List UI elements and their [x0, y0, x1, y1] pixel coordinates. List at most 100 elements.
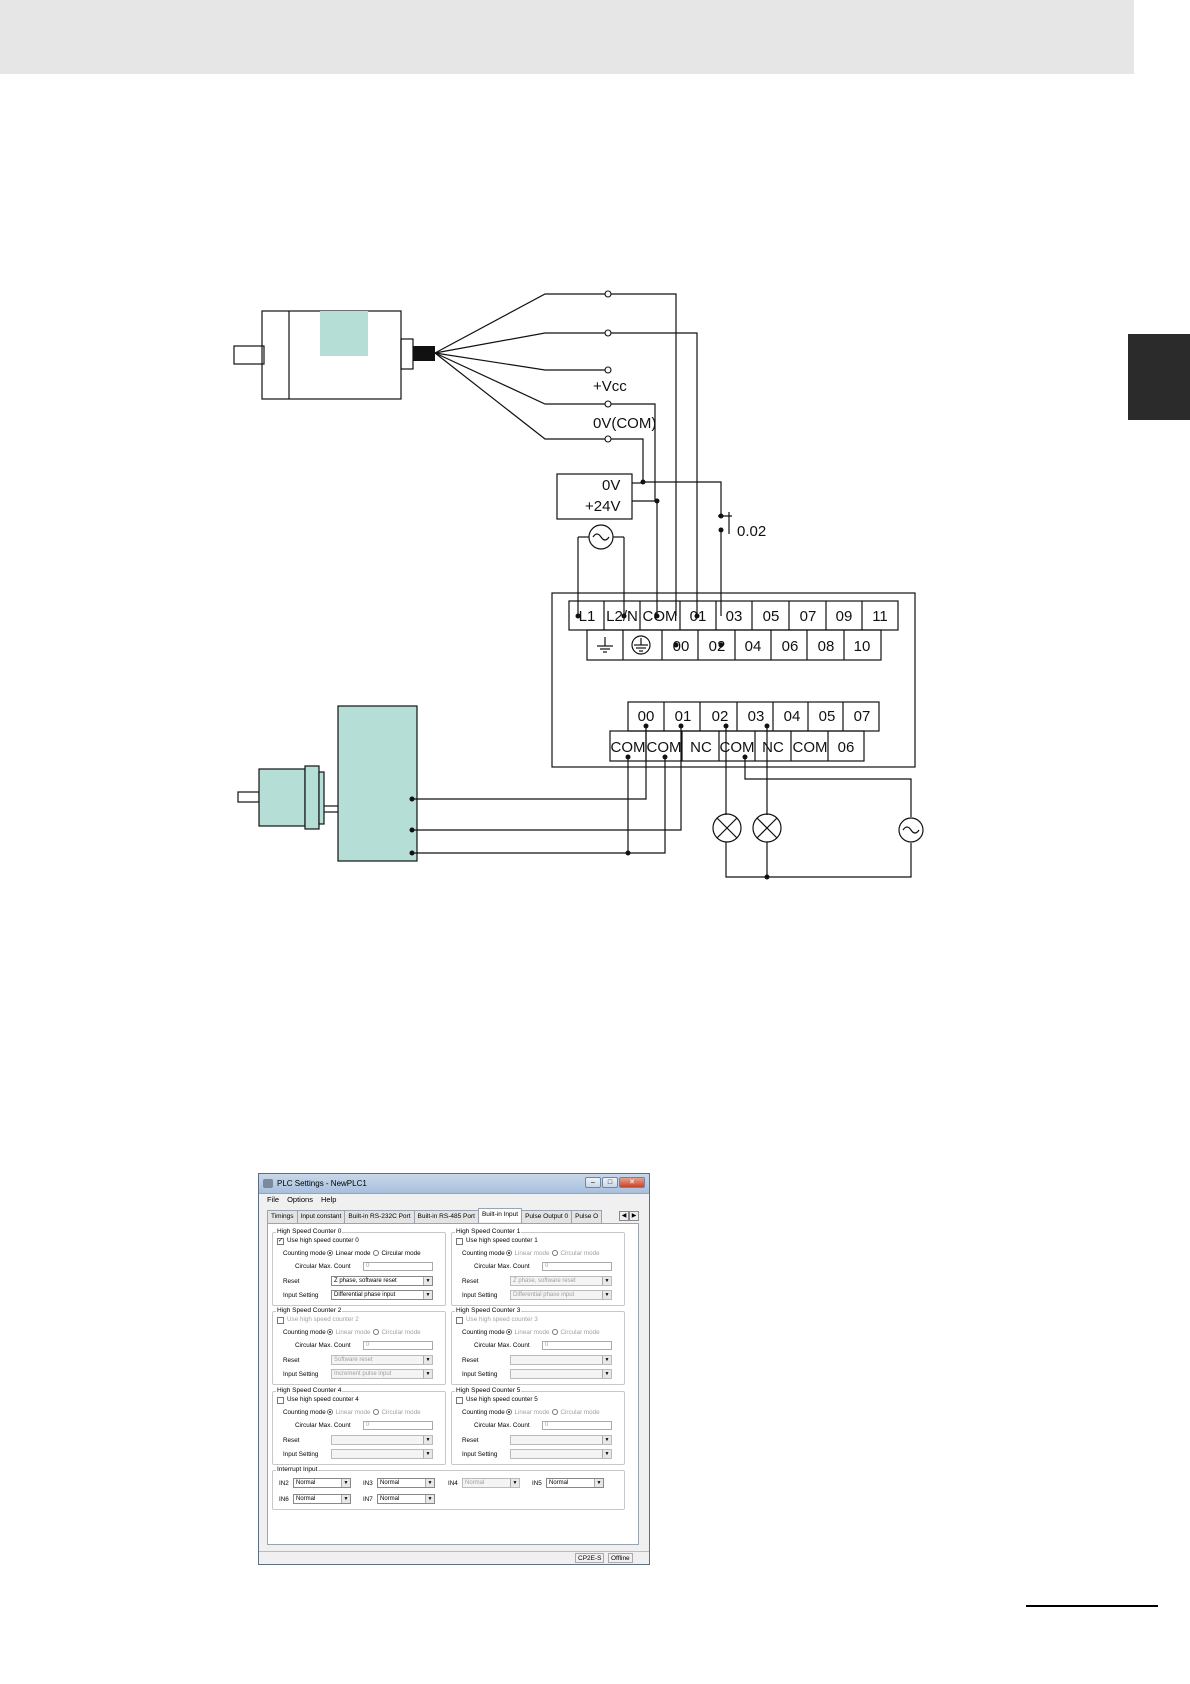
chevron-down-icon: ▼	[425, 1479, 434, 1487]
reset-select[interactable]: ▼	[331, 1435, 433, 1445]
linear-mode-radio[interactable]	[327, 1329, 334, 1336]
use-counter-checkbox[interactable]: ✓	[277, 1238, 284, 1245]
menu-help[interactable]: Help	[320, 1195, 337, 1204]
use-counter-checkbox[interactable]	[456, 1317, 463, 1324]
reset-label: Reset	[462, 1278, 479, 1285]
circular-mode-radio[interactable]	[552, 1250, 559, 1257]
circular-mode-radio[interactable]	[552, 1409, 559, 1416]
input-setting-select[interactable]: Increment pulse input▼	[331, 1369, 433, 1379]
linear-mode-radio[interactable]	[327, 1250, 334, 1257]
circular-mode-label: Circular mode	[560, 1409, 600, 1416]
circular-max-count-input[interactable]: 0	[542, 1262, 612, 1271]
tab-scroll-left-icon[interactable]: ◀	[619, 1211, 629, 1221]
circular-max-count-input[interactable]: 0	[542, 1341, 612, 1350]
interrupt-select-in2[interactable]: Normal▼	[293, 1478, 351, 1488]
chevron-down-icon: ▼	[341, 1479, 350, 1487]
ground-icon	[597, 635, 651, 655]
input-setting-select[interactable]: Differential phase input▼	[331, 1290, 433, 1300]
built-in-input-panel: High Speed Counter 0 ✓ Use high speed coun…	[267, 1223, 639, 1545]
chevron-down-icon: ▼	[425, 1495, 434, 1503]
counter-group-title: High Speed Counter 0	[276, 1228, 343, 1236]
circular-max-count-label: Circular Max. Count	[474, 1422, 530, 1429]
use-counter-label: Use high speed counter 2	[287, 1316, 359, 1323]
linear-mode-radio[interactable]	[506, 1409, 513, 1416]
footer-rule	[1026, 1605, 1158, 1607]
linear-mode-radio[interactable]	[327, 1409, 334, 1416]
tab-rs232c[interactable]: Built-in RS-232C Port	[344, 1210, 415, 1223]
interrupt-select-in4[interactable]: Normal▼	[462, 1478, 520, 1488]
reset-select[interactable]: Software reset▼	[331, 1355, 433, 1365]
tab-built-in-input[interactable]: Built-in Input	[477, 1208, 523, 1222]
maximize-button[interactable]: □	[602, 1177, 618, 1188]
reset-select-value: Z phase, software reset	[513, 1278, 576, 1284]
window-titlebar: PLC Settings - NewPLC1 – □ ✕	[259, 1174, 649, 1194]
tab-timings[interactable]: Timings	[267, 1210, 298, 1223]
input-terminal-bottom-2: 04	[745, 638, 762, 655]
interrupt-label-in2: IN2	[279, 1480, 289, 1487]
reset-select[interactable]: Z phase, software reset▼	[331, 1276, 433, 1286]
window-title: PLC Settings - NewPLC1	[277, 1179, 367, 1188]
status-connection: Offline	[608, 1553, 633, 1563]
reset-select[interactable]: ▼	[510, 1435, 612, 1445]
use-counter-label: Use high speed counter 3	[466, 1316, 538, 1323]
lamp-icon	[712, 813, 782, 843]
output-terminal-bottom-6: 06	[838, 739, 855, 756]
circular-mode-radio[interactable]	[552, 1329, 559, 1336]
circular-max-count-input[interactable]: 0	[363, 1262, 433, 1271]
circular-mode-radio[interactable]	[373, 1409, 380, 1416]
input-setting-select[interactable]: ▼	[510, 1449, 612, 1459]
input-setting-select[interactable]: Differential phase input ▼	[510, 1290, 612, 1300]
circular-mode-radio[interactable]	[373, 1329, 380, 1336]
menu-file[interactable]: File	[267, 1195, 280, 1204]
interrupt-select-in7[interactable]: Normal▼	[377, 1494, 435, 1504]
input-terminal-block	[568, 600, 899, 661]
interrupt-select-in5[interactable]: Normal▼	[546, 1478, 604, 1488]
counting-mode-label: Counting mode	[462, 1409, 505, 1416]
tab-input-constant[interactable]: Input constant	[296, 1210, 346, 1223]
circular-mode-radio[interactable]	[373, 1250, 380, 1257]
output-terminal-bottom-2: NC	[690, 739, 712, 756]
linear-mode-label: Linear mode	[335, 1329, 371, 1336]
input-setting-select[interactable]: ▼	[331, 1449, 433, 1459]
linear-mode-radio[interactable]	[506, 1329, 513, 1336]
tab-pulse-output-1[interactable]: Pulse O	[571, 1210, 603, 1223]
close-button[interactable]: ✕	[619, 1177, 645, 1188]
circular-max-count-label: Circular Max. Count	[295, 1422, 351, 1429]
tab-rs485[interactable]: Built-in RS-485 Port	[413, 1210, 479, 1223]
use-counter-checkbox[interactable]	[277, 1397, 284, 1404]
interrupt-select-in6[interactable]: Normal▼	[293, 1494, 351, 1504]
use-counter-checkbox[interactable]	[277, 1317, 284, 1324]
circular-max-count-input[interactable]: 0	[542, 1421, 612, 1430]
counting-mode-label: Counting mode	[283, 1329, 326, 1336]
minimize-button[interactable]: –	[585, 1177, 601, 1188]
chevron-down-icon: ▼	[602, 1291, 611, 1299]
use-counter-checkbox[interactable]	[456, 1238, 463, 1245]
output-terminal-bottom-3: COM	[720, 739, 755, 756]
menu-options[interactable]: Options	[287, 1195, 313, 1204]
output-terminal-top-5: 05	[819, 708, 836, 725]
linear-mode-radio[interactable]	[506, 1250, 513, 1257]
label-psu-0v: 0V	[602, 477, 620, 494]
circular-max-count-input[interactable]: 0	[363, 1341, 433, 1350]
input-setting-select-value: Differential phase input	[513, 1292, 575, 1298]
ac-source-symbol	[588, 524, 614, 550]
label-0v-com: 0V(COM)	[593, 415, 656, 432]
wiring-diagram: +Vcc 0V(COM) 0V +24V 0.02 L1L2/NCOM01030…	[233, 290, 924, 880]
status-model: CP2E-S	[575, 1553, 605, 1563]
reset-label: Reset	[462, 1357, 479, 1364]
input-setting-select[interactable]: ▼	[510, 1369, 612, 1379]
circular-max-count-input[interactable]: 0	[363, 1421, 433, 1430]
tab-scroll-right-icon[interactable]: ▶	[629, 1211, 639, 1221]
counter-group-title: High Speed Counter 2	[276, 1307, 343, 1315]
input-terminal-top-7: 09	[836, 608, 853, 625]
interrupt-select-in3[interactable]: Normal▼	[377, 1478, 435, 1488]
use-counter-checkbox[interactable]	[456, 1397, 463, 1404]
reset-select[interactable]: ▼	[510, 1355, 612, 1365]
tab-pulse-output-0[interactable]: Pulse Output 0	[521, 1210, 573, 1223]
menu-bar: File Options Help	[259, 1194, 649, 1206]
reset-select[interactable]: Z phase, software reset▼	[510, 1276, 612, 1286]
use-counter-label: Use high speed counter 5	[466, 1396, 538, 1403]
counter-group-title: High Speed Counter 3	[455, 1307, 522, 1315]
